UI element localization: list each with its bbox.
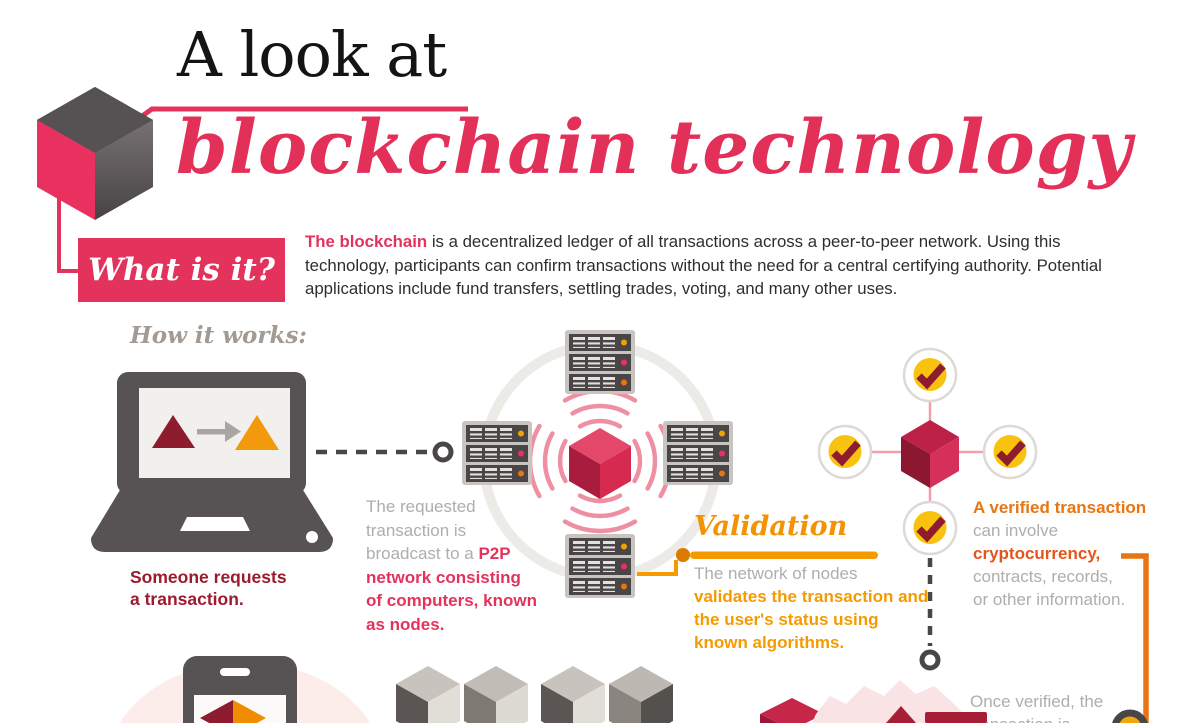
starburst-icon [812,680,987,723]
verified-gray-line2: contracts, records, [973,567,1113,586]
how-it-works-heading: How it works: [130,322,307,349]
verified-gray-line1: can involve [973,521,1059,540]
logo-banner-connector [57,192,80,273]
server-stack-icon-left [462,421,532,485]
checkmark-badge-icon-right [982,424,1038,480]
wifi-waves-icon [527,388,673,534]
block-cube-icon-red-partial [760,698,824,723]
validation-dot [676,548,690,562]
validation-gray-line: The network of nodes [694,564,858,583]
validation-heading: Validation [694,511,848,542]
laptop-icon [91,372,333,552]
diamond-left-icon [200,700,233,723]
broadcast-highlight: P2P network consisting of computers, kno… [366,544,537,634]
bar-mark-icon [925,712,987,723]
intro-rest: is a decentralized ledger of all transac… [305,232,1102,298]
diamond-right-icon [233,700,266,723]
once-verified-text: Once verified, the transaction is [970,690,1140,723]
request-caption-line2: a transaction. [130,589,244,609]
validation-highlight: validates the transaction and the user's… [694,587,929,652]
verified-gray-line3: or other information. [973,590,1126,609]
blocks-cluster-icon-b [541,666,673,723]
verified-highlight-line2: cryptocurrency, [973,544,1101,563]
request-caption-line1: Someone requests [130,567,287,587]
coin-icon [1112,709,1148,723]
intro-highlight: The blockchain [305,232,428,251]
page-title-line1: A look at [177,18,447,91]
verified-highlight-line: A verified transaction [973,498,1147,517]
checkmark-badge-icon-bottom [902,500,958,556]
send-triangle-icon [152,415,195,448]
validation-text: The network of nodes validates the trans… [694,562,934,654]
once-verified-line1: Once verified, the [970,692,1104,711]
intro-paragraph: The blockchain is a decentralized ledger… [305,230,1120,301]
block-cube-icon-center [569,428,631,499]
server-stack-icon-bottom [565,534,635,598]
checkmark-badge-icon-top [902,347,958,403]
server-stack-icon-top [565,330,635,394]
arrow-icon [225,421,241,442]
request-caption: Someone requests a transaction. [130,566,320,610]
broadcast-text: The requested transaction is broadcast t… [366,495,538,636]
what-is-it-banner: What is it? [78,238,285,302]
checkmark-badge-icon-left [817,424,873,480]
connector-ring [432,441,454,463]
broadcast-gray: The requested transaction is broadcast t… [366,497,479,563]
validation-underline-bar [690,551,878,559]
blocks-cluster-icon-a [396,666,528,723]
page-title-line2: blockchain technology [176,105,1133,191]
server-stack-icon-right [663,421,733,485]
once-verified-line2: transaction is [970,713,1140,723]
crypto-bracket-connector [1121,553,1149,723]
block-cube-logo-icon [37,87,153,220]
connector-ring-2 [919,649,941,671]
triangle-mark-icon [886,706,916,723]
receive-triangle-icon [235,415,279,450]
smartphone-icon [183,656,297,723]
verified-text: A verified transaction can involve crypt… [973,496,1163,611]
block-cube-icon-verified [901,420,959,488]
what-is-it-label: What is it? [88,252,275,288]
validation-connector [637,560,678,576]
